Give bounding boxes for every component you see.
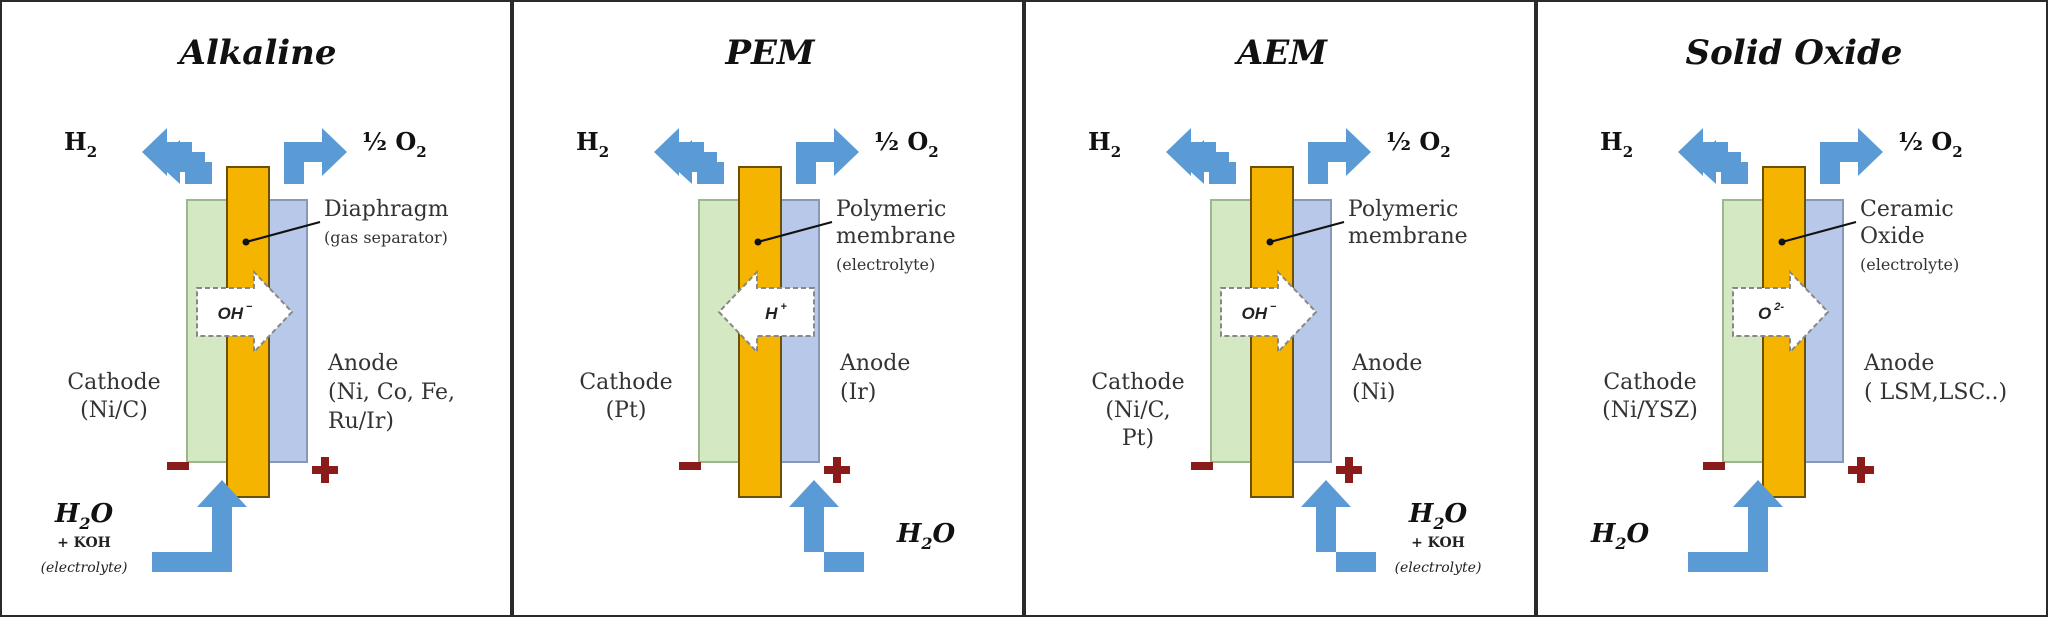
separator-label-line: membrane bbox=[836, 224, 956, 249]
positive-terminal-icon-bar bbox=[321, 457, 329, 483]
ion-transport-arrow-icon bbox=[1220, 269, 1318, 355]
anode-label-line: ( LSM,LSC..) bbox=[1864, 380, 2007, 405]
electrolyte-additive-label: + KOH bbox=[1411, 535, 1465, 551]
panel-title: AEM bbox=[1234, 33, 1328, 73]
h2-arrow-icon bbox=[1166, 128, 1236, 184]
anode-label-line: Ru/Ir) bbox=[328, 409, 394, 434]
cathode-label-line: Cathode bbox=[1603, 370, 1696, 395]
anode-label-line: Anode bbox=[327, 351, 398, 376]
ion-transport-arrow-icon bbox=[1732, 269, 1830, 355]
water-inlet-arrow-icon bbox=[1688, 480, 1783, 572]
anode-label-line: Anode bbox=[1863, 351, 1934, 376]
negative-terminal-icon bbox=[167, 462, 189, 470]
separator-label-line: membrane bbox=[1348, 224, 1468, 249]
separator-label-line: (electrolyte) bbox=[1860, 255, 1959, 274]
o2-arrow-icon bbox=[1308, 128, 1371, 184]
o2-label: ½ O2 bbox=[1386, 127, 1451, 161]
water-label: H2O bbox=[1408, 499, 1468, 533]
o2-label: ½ O2 bbox=[362, 127, 427, 161]
separator-label-line: Polymeric bbox=[1348, 197, 1458, 222]
separator-label-line: Polymeric bbox=[836, 197, 946, 222]
o2-arrow-icon bbox=[1820, 128, 1883, 184]
o2-label: ½ O2 bbox=[874, 127, 939, 161]
pointer-dot bbox=[1778, 238, 1786, 246]
h2-arrow-icon bbox=[654, 128, 724, 184]
pointer-dot bbox=[242, 238, 250, 246]
water-label: H2O bbox=[54, 499, 114, 533]
positive-terminal-icon-bar bbox=[1345, 457, 1353, 483]
cathode-label-line: (Ni/C) bbox=[80, 398, 148, 423]
anode-label-line: (Ir) bbox=[840, 380, 876, 405]
h2-label: H2 bbox=[1600, 127, 1633, 161]
electrolyte-additive-label: + KOH bbox=[57, 535, 111, 551]
water-inlet-arrow-icon bbox=[789, 480, 864, 572]
o2-arrow-icon bbox=[284, 128, 347, 184]
h2-arrow-icon bbox=[1678, 128, 1748, 184]
anode-label-line: Anode bbox=[1351, 351, 1422, 376]
ion-label: H+ bbox=[765, 301, 787, 323]
separator-label-line: Ceramic bbox=[1860, 197, 1954, 222]
cathode-label-line: (Pt) bbox=[606, 398, 647, 423]
ion-label: OH− bbox=[218, 301, 254, 323]
cathode-label-line: Cathode bbox=[579, 370, 672, 395]
o2-arrow-icon bbox=[796, 128, 859, 184]
separator-label-line: Oxide bbox=[1860, 224, 1925, 249]
cathode-label-line: Cathode bbox=[1091, 370, 1184, 395]
electrolyte-note-label: (electrolyte) bbox=[41, 560, 128, 576]
ion-label: OH− bbox=[1242, 301, 1278, 323]
positive-terminal-icon-bar bbox=[1857, 457, 1865, 483]
separator-label-line: Diaphragm bbox=[324, 197, 449, 222]
h2-label: H2 bbox=[1088, 127, 1121, 161]
h2-label: H2 bbox=[64, 127, 97, 161]
separator-pointer-line bbox=[1781, 220, 1857, 244]
anode-label-line: (Ni) bbox=[1352, 380, 1395, 405]
separator-pointer-line bbox=[757, 220, 833, 244]
panel-title: PEM bbox=[724, 33, 815, 73]
panel-title: Alkaline bbox=[176, 33, 336, 73]
ion-transport-arrow-icon bbox=[196, 269, 294, 355]
anode-label-line: Anode bbox=[839, 351, 910, 376]
separator-label-line: (gas separator) bbox=[324, 228, 448, 247]
pointer-dot bbox=[1266, 238, 1274, 246]
anode-label-line: (Ni, Co, Fe, bbox=[328, 380, 455, 405]
separator-pointer-line bbox=[1269, 220, 1345, 244]
pointer-dot bbox=[754, 238, 762, 246]
cathode-label-line: Pt) bbox=[1122, 426, 1154, 451]
separator-label-line: (electrolyte) bbox=[836, 255, 935, 274]
water-label: H2O bbox=[1590, 519, 1650, 553]
cathode-label-line: (Ni/YSZ) bbox=[1602, 398, 1698, 423]
o2-label: ½ O2 bbox=[1898, 127, 1963, 161]
h2-arrow-icon bbox=[142, 128, 212, 184]
electrolyte-note-label: (electrolyte) bbox=[1395, 560, 1482, 576]
water-inlet-arrow-icon bbox=[1301, 480, 1376, 572]
negative-terminal-icon bbox=[1191, 462, 1213, 470]
negative-terminal-icon bbox=[679, 462, 701, 470]
water-inlet-arrow-icon bbox=[152, 480, 247, 572]
cathode-label-line: (Ni/C, bbox=[1105, 398, 1170, 423]
ion-transport-arrow-icon bbox=[717, 269, 815, 355]
h2-label: H2 bbox=[576, 127, 609, 161]
negative-terminal-icon bbox=[1703, 462, 1725, 470]
water-label: H2O bbox=[896, 519, 956, 553]
positive-terminal-icon-bar bbox=[833, 457, 841, 483]
cathode-label-line: Cathode bbox=[67, 370, 160, 395]
panel-title: Solid Oxide bbox=[1686, 33, 1903, 73]
separator-pointer-line bbox=[245, 220, 321, 244]
